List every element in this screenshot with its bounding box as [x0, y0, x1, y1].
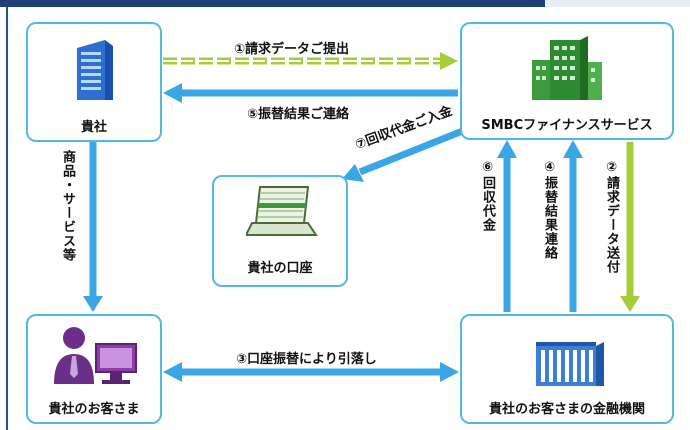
- node-customer-bank: 貴社のお客さまの金融機関: [460, 314, 674, 424]
- header-bar: [0, 0, 690, 7]
- person-computer-icon: [54, 327, 137, 384]
- arrow-1-request-submission: [163, 52, 458, 70]
- label-goods-services: 商品・サービス等: [60, 150, 75, 262]
- arrow-6-collected-payment: [497, 140, 517, 312]
- label-your-customer: 貴社のお客さま: [48, 402, 140, 417]
- label-your-company: 貴社: [80, 120, 107, 135]
- node-your-company: 貴社: [26, 22, 162, 142]
- node-your-customer: 貴社のお客さま: [26, 314, 162, 424]
- arrow-2-data-send: [620, 142, 640, 312]
- green-building-icon: [532, 36, 602, 100]
- node-your-account: 貴社の口座: [212, 175, 348, 287]
- arrow-goods-services: [83, 142, 103, 312]
- node-smbc-finance: SMBCファイナンスサービス: [460, 22, 674, 140]
- label-flow-4: ④振替結果連絡: [542, 160, 557, 260]
- arrow-5-result-notice: [163, 83, 458, 103]
- label-smbc-finance: SMBCファイナンスサービス: [481, 118, 653, 133]
- arrow-7-payment-deposit: [342, 124, 472, 182]
- label-flow-2: ②請求データ送付: [604, 160, 619, 274]
- laptop-icon: [246, 186, 318, 236]
- label-your-account: 貴社の口座: [247, 261, 313, 276]
- office-building-icon: [77, 40, 113, 100]
- header-bar-accent: [545, 0, 690, 7]
- bank-building-icon: [536, 342, 604, 386]
- label-flow-1: ①請求データご提出: [234, 42, 350, 57]
- left-border: [6, 7, 8, 430]
- arrow-4-transfer-result: [563, 140, 583, 312]
- label-flow-6: ⑥回収代金: [480, 160, 495, 232]
- label-customer-bank: 貴社のお客さまの金融機関: [488, 402, 645, 417]
- arrow-3-direct-debit: [163, 362, 459, 382]
- label-flow-5: ⑤振替結果ご連絡: [247, 107, 350, 122]
- label-flow-3: ③口座振替により引落し: [236, 352, 377, 367]
